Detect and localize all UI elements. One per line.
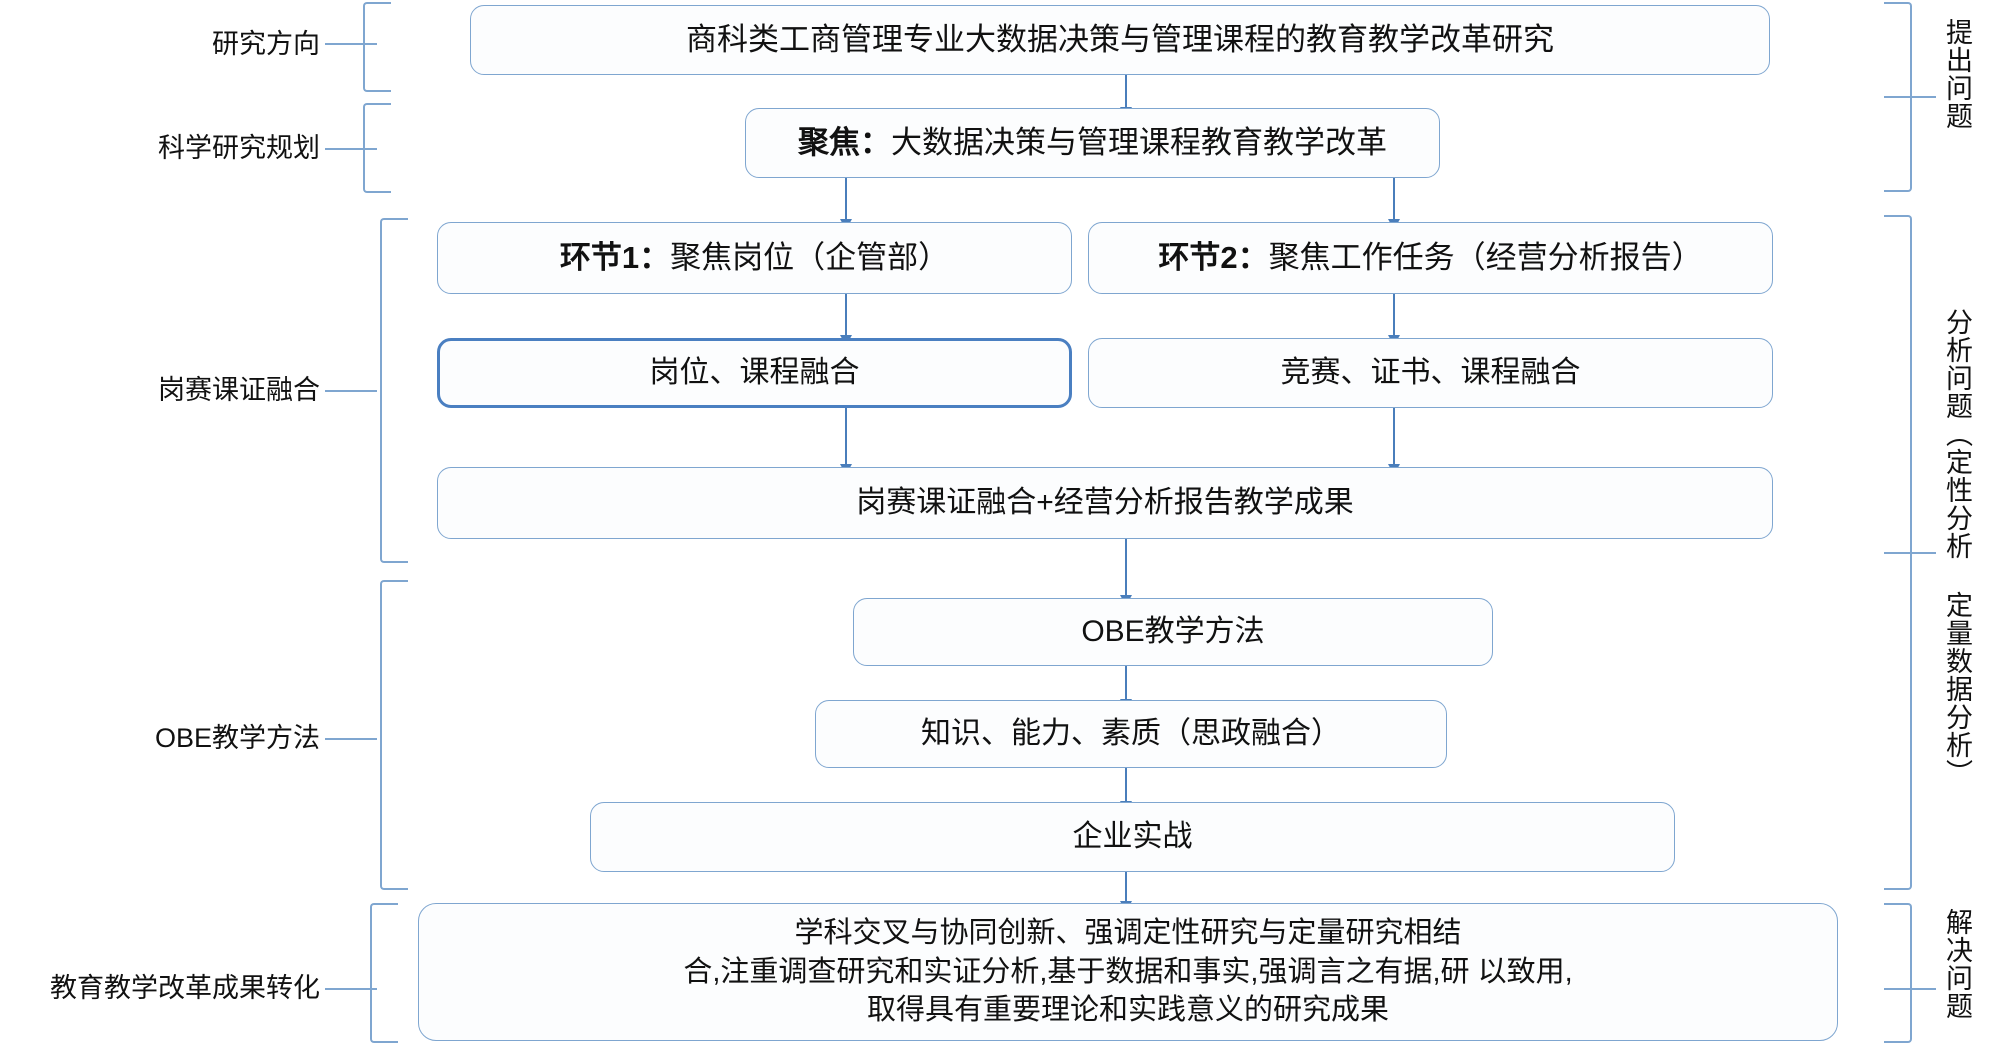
- left-label-tick-5: [325, 988, 377, 990]
- node-fusion-right[interactable]: 竞赛、证书、课程融合: [1088, 338, 1773, 408]
- node-obe-method[interactable]: OBE教学方法: [853, 598, 1493, 666]
- node-link1[interactable]: 环节1：聚焦岗位（企管部）: [437, 222, 1072, 294]
- left-label-tick-2: [325, 148, 377, 150]
- left-label-research-direction: 研究方向: [212, 29, 320, 59]
- node-focus[interactable]: 聚焦：大数据决策与管理课程教育教学改革: [745, 108, 1440, 178]
- node-title[interactable]: 商科类工商管理专业大数据决策与管理课程的教育教学改革研究: [470, 5, 1770, 75]
- left-label-obe: OBE教学方法: [154, 723, 320, 753]
- node-enterprise-practice[interactable]: 企业实战: [590, 802, 1675, 872]
- left-bracket-science-plan: [363, 103, 391, 193]
- node-link1-rest: 聚焦岗位（企管部）: [670, 239, 950, 275]
- left-label-fusion: 岗赛课证融合: [158, 375, 320, 405]
- left-label-science-research-plan: 科学研究规划: [158, 133, 320, 163]
- node-obe-goals[interactable]: 知识、能力、素质（思政融合）: [815, 700, 1447, 768]
- right-label-analyze-question: 分析问题（定性分析 定量数据分析）: [1942, 308, 1972, 787]
- right-label-tick-1: [1884, 96, 1936, 98]
- left-bracket-fusion: [380, 218, 408, 563]
- node-link2-rest: 聚焦工作任务（经营分析报告）: [1268, 239, 1703, 275]
- left-label-tick-3: [325, 390, 377, 392]
- node-outcome[interactable]: 学科交叉与协同创新、强调定性研究与定量研究相结 合,注重调查研究和实证分析,基于…: [418, 903, 1838, 1041]
- node-link2-lead: 环节2：: [1158, 239, 1269, 275]
- right-label-tick-3: [1884, 988, 1936, 990]
- node-combined-result[interactable]: 岗赛课证融合+经营分析报告教学成果: [437, 467, 1773, 539]
- right-label-solve-question: 解决问题: [1942, 908, 1972, 1020]
- node-focus-rest: 大数据决策与管理课程教育教学改革: [891, 124, 1387, 160]
- left-bracket-outcome: [370, 903, 398, 1043]
- left-label-tick-1: [325, 43, 377, 45]
- left-bracket-obe: [380, 580, 408, 890]
- right-bracket-solve-question: [1884, 903, 1912, 1043]
- right-label-tick-2: [1884, 552, 1936, 554]
- node-link2[interactable]: 环节2：聚焦工作任务（经营分析报告）: [1088, 222, 1773, 294]
- left-label-outcome-transfer: 教育教学改革成果转化: [50, 973, 320, 1003]
- node-fusion-left[interactable]: 岗位、课程融合: [437, 338, 1072, 408]
- node-link1-lead: 环节1：: [559, 239, 671, 275]
- right-label-raise-question: 提出问题: [1942, 18, 1972, 130]
- node-focus-lead: 聚焦：: [798, 124, 891, 160]
- left-label-tick-4: [325, 738, 377, 740]
- left-bracket-research-direction: [363, 2, 391, 92]
